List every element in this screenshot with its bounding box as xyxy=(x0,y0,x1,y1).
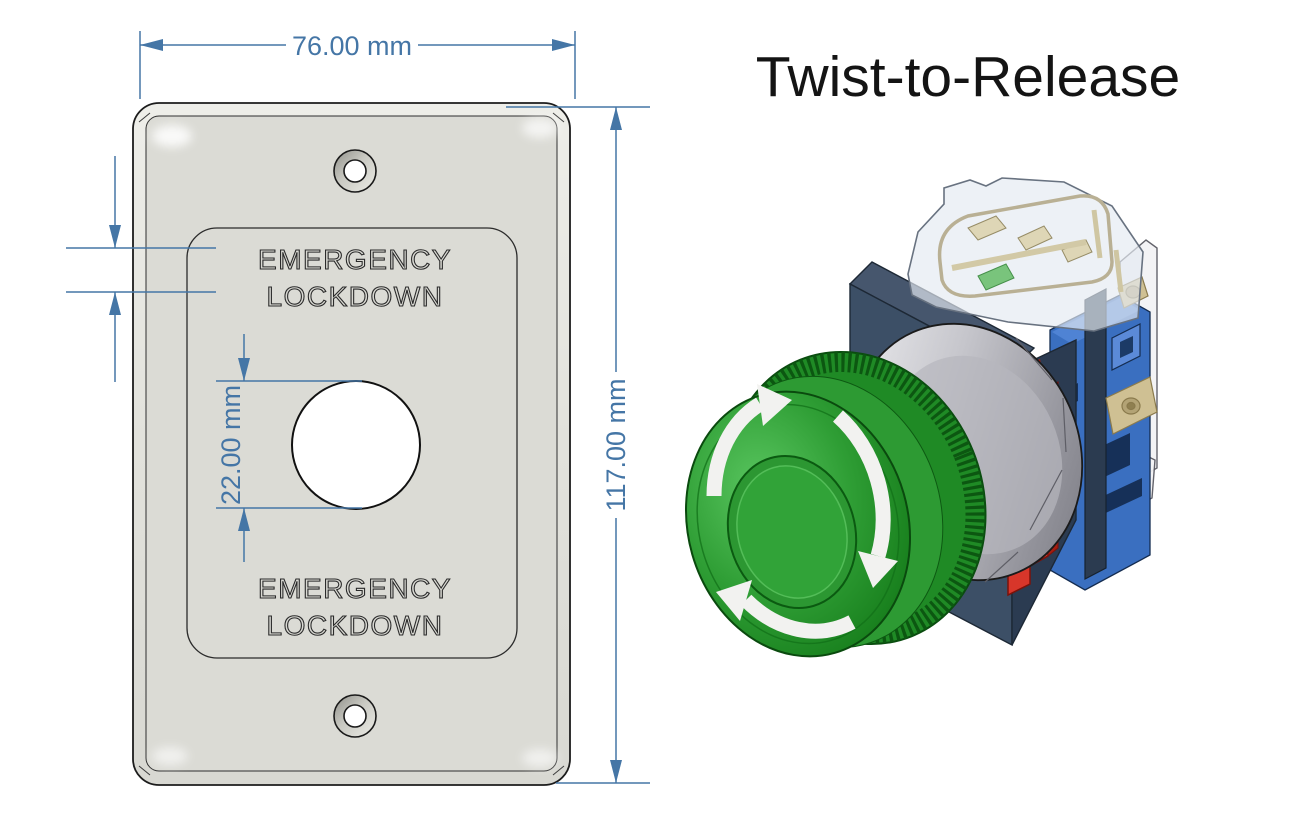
terminal-block-divider xyxy=(1084,288,1107,580)
contact-spring-green xyxy=(977,263,1015,291)
plate-highlights xyxy=(152,118,558,767)
contact-pin xyxy=(1113,249,1124,293)
cap-knurl xyxy=(726,351,986,645)
dimension-hole-diameter xyxy=(216,334,362,562)
engraved-border xyxy=(186,227,518,659)
button-render xyxy=(684,177,1158,658)
button-mounting-hole xyxy=(291,380,421,510)
clockwise-twist-arrow-icon xyxy=(740,594,856,639)
clockwise-twist-arrow-icon xyxy=(832,410,891,559)
dimension-height xyxy=(506,106,650,784)
engraving-top-line2: LOCKDOWN xyxy=(267,281,444,312)
engraving-bottom-line2: LOCKDOWN xyxy=(267,610,444,641)
page-title: Twist-to-Release xyxy=(755,45,1181,109)
plate-drawing: EMERGENCY LOCKDOWN EMERGENCY LOCKDOWN xyxy=(66,31,650,786)
clockwise-twist-arrow-icon xyxy=(706,397,765,497)
dimension-unlabeled-left xyxy=(66,156,216,382)
plate-corner-bevels xyxy=(138,112,565,776)
contact-cover xyxy=(907,177,1144,332)
contact-pin xyxy=(1091,209,1103,259)
bezel-facets xyxy=(984,337,1067,583)
dimension-hole-label: 22.00 mm xyxy=(216,385,246,505)
contact-frame xyxy=(937,194,1114,298)
dimension-width-label: 76.00 mm xyxy=(292,31,412,61)
contacts xyxy=(967,215,1093,263)
contact-bar xyxy=(951,239,1087,271)
screw-hole-bottom xyxy=(333,694,377,738)
screw-hole-top xyxy=(333,149,377,193)
mushroom-cap xyxy=(684,351,987,658)
dimension-width xyxy=(139,31,576,99)
engraving-top-line1: EMERGENCY xyxy=(258,244,452,275)
engraving-bottom-line1: EMERGENCY xyxy=(258,573,452,604)
twist-arrows xyxy=(706,397,891,639)
dimension-height-label: 117.00 mm xyxy=(601,378,631,511)
twist-arrowheads xyxy=(716,384,898,621)
